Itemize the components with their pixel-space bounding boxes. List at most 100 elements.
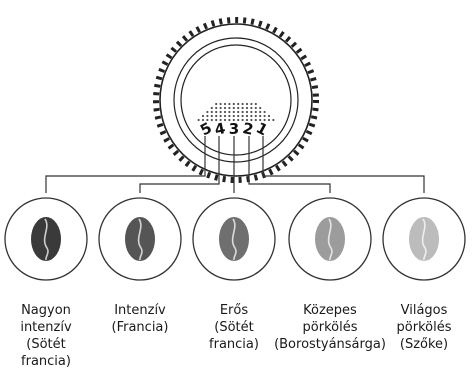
connector-line — [139, 136, 220, 193]
dial-dot — [206, 114, 209, 118]
coffee-bean-icon — [219, 217, 249, 261]
dial-dot — [215, 102, 218, 106]
dial-dot — [219, 110, 222, 114]
dial-dot — [254, 106, 257, 110]
caption-line: intenzív — [20, 320, 72, 335]
dial-dot — [250, 106, 253, 110]
coffee-bean-icon — [409, 217, 439, 261]
dial-dot — [219, 102, 222, 106]
dial-dot — [197, 118, 200, 122]
dial-dot — [245, 114, 249, 118]
roast-level-2 — [288, 197, 372, 281]
bean-crease — [231, 218, 237, 261]
dial-dot — [263, 110, 266, 114]
dial-dot — [272, 118, 275, 122]
dial-dot — [250, 118, 253, 122]
caption-line: Világos — [400, 303, 448, 318]
bean-crease — [137, 218, 143, 261]
dial-dot — [237, 106, 240, 110]
caption-line: francia) — [21, 354, 71, 369]
caption-line: (Szőke) — [399, 337, 449, 352]
dial-dot — [237, 118, 240, 122]
dial-inner-ring — [180, 44, 292, 156]
dial-dot — [215, 106, 218, 110]
caption-line: Intenzív — [114, 303, 166, 318]
roast-level-1 — [382, 197, 466, 281]
dial-dot — [223, 106, 227, 110]
connector-line — [262, 136, 425, 193]
coffee-bean-icon — [125, 217, 155, 261]
dial-dot — [210, 106, 213, 110]
dial-number: 4 — [213, 119, 227, 139]
dial-dot — [245, 110, 249, 114]
dial-dot — [223, 114, 227, 118]
caption-line: pörkölés — [396, 320, 452, 335]
dial-number: 3 — [229, 120, 239, 138]
dial-dot — [245, 118, 249, 122]
dial-dot — [210, 118, 213, 122]
connector-lines — [45, 136, 425, 193]
bean-crease — [327, 218, 333, 261]
dial-dot — [210, 114, 213, 118]
dial-dot — [201, 118, 205, 122]
connector-line — [45, 136, 206, 193]
caption-line: Közepes — [303, 303, 357, 318]
dial-dot — [259, 110, 262, 114]
coffee-bean-icon — [31, 217, 61, 261]
dial-dot — [245, 106, 249, 110]
coffee-bean-icon — [315, 217, 345, 261]
dial-intensity-dots — [197, 102, 275, 122]
dial-dot — [232, 118, 235, 122]
dial-dot — [210, 110, 213, 114]
dial-dot — [263, 114, 266, 118]
dial-dot — [259, 106, 262, 110]
bean-crease — [421, 218, 427, 261]
dial-dot — [201, 114, 205, 118]
roast-level-caption: Világos pörkölés (Szőke) — [364, 302, 472, 353]
dial-dot — [215, 110, 218, 114]
dial-dot — [215, 118, 218, 122]
dial-dot — [267, 118, 271, 122]
dial-dot — [245, 102, 249, 106]
dial-dot — [241, 114, 244, 118]
dial-dot — [237, 114, 240, 118]
bean-crease — [43, 218, 49, 261]
dial-number: 2 — [241, 119, 255, 139]
dial-dot — [219, 106, 222, 110]
dial-dot — [228, 114, 231, 118]
caption-line: (Borostyánsárga) — [274, 337, 386, 352]
dial-dot — [215, 114, 218, 118]
caption-line: francia) — [209, 337, 259, 352]
caption-line: Erős — [219, 303, 249, 318]
dial-dot — [228, 102, 231, 106]
dial-dot — [219, 118, 222, 122]
dial-dot — [223, 118, 227, 122]
dial-dot — [263, 118, 266, 122]
dial-dot — [254, 110, 257, 114]
dial-dot — [232, 102, 235, 106]
dial-dot — [254, 114, 257, 118]
dial-dot — [228, 110, 231, 114]
caption-line: (Sötét — [26, 337, 66, 352]
dial-dot — [232, 106, 235, 110]
dial-dot — [241, 110, 244, 114]
roast-level-3 — [192, 197, 276, 281]
connector-line — [248, 136, 331, 193]
dial-dot — [228, 106, 231, 110]
dial-dot — [250, 102, 253, 106]
roast-level-caption: Intenzív(Francia) — [80, 302, 200, 336]
dial-dot — [259, 118, 262, 122]
dial-dot — [267, 114, 271, 118]
dial-dot — [237, 110, 240, 114]
roast-level-5 — [4, 197, 88, 281]
dial-dot — [259, 114, 262, 118]
dial-dot — [250, 114, 253, 118]
dial-dot — [254, 102, 257, 106]
dial-dot — [237, 102, 240, 106]
dial-dot — [206, 110, 209, 114]
dial-mid-ring — [173, 37, 299, 163]
caption-line: pörkölés — [302, 320, 358, 335]
dial-dot — [232, 114, 235, 118]
